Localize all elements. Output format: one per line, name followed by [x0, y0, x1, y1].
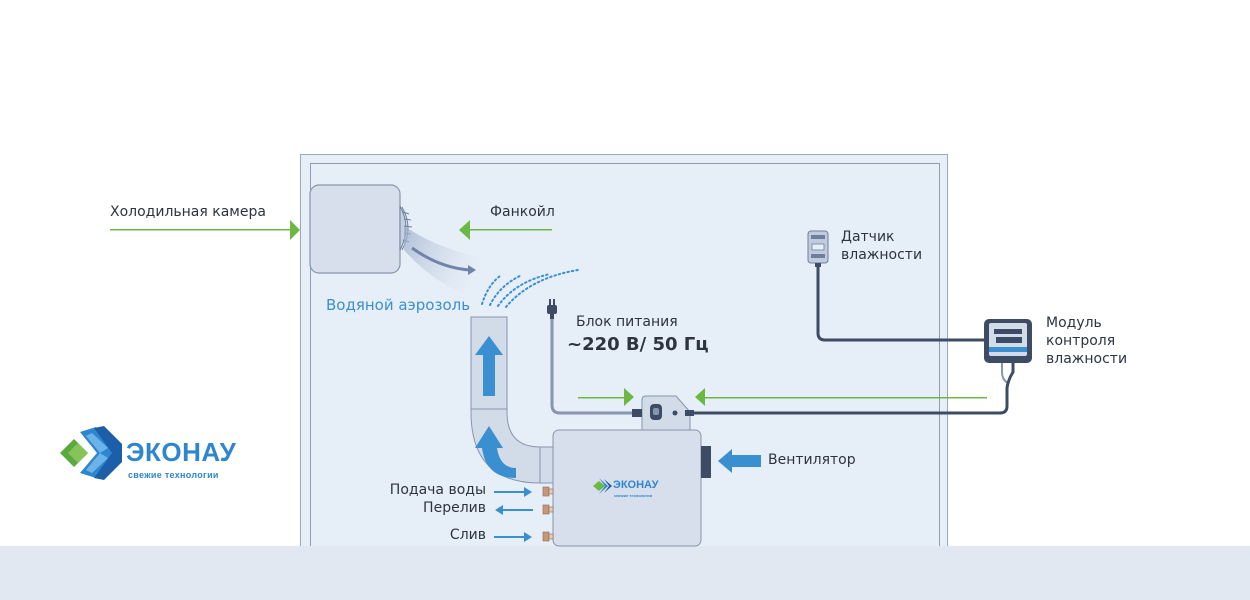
humidity-sensor-label-line1: Датчик	[841, 229, 895, 245]
water-fittings	[542, 486, 554, 542]
aerosol-spray-icon	[481, 269, 579, 308]
sensor-cable	[816, 267, 984, 342]
module-cable-light	[1001, 363, 1009, 384]
logo-wordmark: ЭКОНАУ	[126, 437, 237, 467]
cold-chamber-pointer	[110, 220, 300, 240]
module-cable-dark	[694, 363, 1015, 415]
control-module-label-line1: Модуль	[1046, 315, 1102, 331]
aerosol-duct	[470, 316, 555, 484]
power-cable	[550, 319, 632, 415]
fan-intake	[701, 446, 711, 478]
drain-label: Слив	[449, 527, 486, 543]
sensor-pointer	[695, 388, 987, 406]
power-unit-label: Блок питания	[576, 314, 678, 330]
fan-arrow-icon	[718, 449, 761, 473]
room-wall-inner	[310, 163, 940, 546]
fan-label: Вентилятор	[768, 452, 856, 468]
flow-curve-arrow-icon	[475, 426, 516, 478]
overflow-label: Перелив	[423, 500, 486, 516]
humidity-sensor-label: Датчик влажности	[841, 228, 922, 264]
flow-up-arrow-icon	[475, 336, 503, 396]
cold-chamber-label: Холодильная камера	[110, 204, 266, 220]
unit-logo-icon	[593, 478, 612, 494]
water-supply-label: Подача воды	[389, 482, 486, 498]
water-supply-arrow-icon	[494, 487, 532, 497]
unit-logo-tagline: свежие технологии	[614, 493, 653, 498]
fancoil-pointer	[459, 220, 552, 240]
control-module-label-line2: контроля	[1046, 333, 1116, 349]
fancoil-label: Фанкойл	[490, 204, 555, 220]
control-box	[641, 395, 691, 433]
fancoil-unit	[309, 184, 413, 274]
logo-tagline: свежие технологии	[128, 470, 219, 480]
power-pointer	[578, 388, 634, 406]
floor	[0, 546, 1250, 600]
power-spec-label: ~220 В/ 50 Гц	[567, 334, 709, 355]
airflow-plume	[404, 226, 485, 298]
power-plug-icon	[547, 299, 557, 319]
overflow-arrow-icon	[495, 505, 533, 515]
control-module-label-line3: влажности	[1046, 351, 1128, 367]
water-aerosol-label: Водяной аэрозоль	[326, 296, 471, 314]
unit-logo-wordmark: ЭКОНАУ	[613, 479, 659, 491]
airflow-arrow-icon	[411, 246, 471, 272]
control-module-label: Модуль контроля влажности	[1046, 314, 1127, 368]
ekonau-logo-mark	[60, 426, 122, 480]
humidity-sensor-device	[807, 230, 829, 267]
drain-arrow-icon	[494, 532, 532, 542]
humidity-sensor-label-line2: влажности	[841, 247, 923, 263]
humidity-control-module	[984, 319, 1032, 363]
humidifier-unit	[552, 429, 702, 547]
